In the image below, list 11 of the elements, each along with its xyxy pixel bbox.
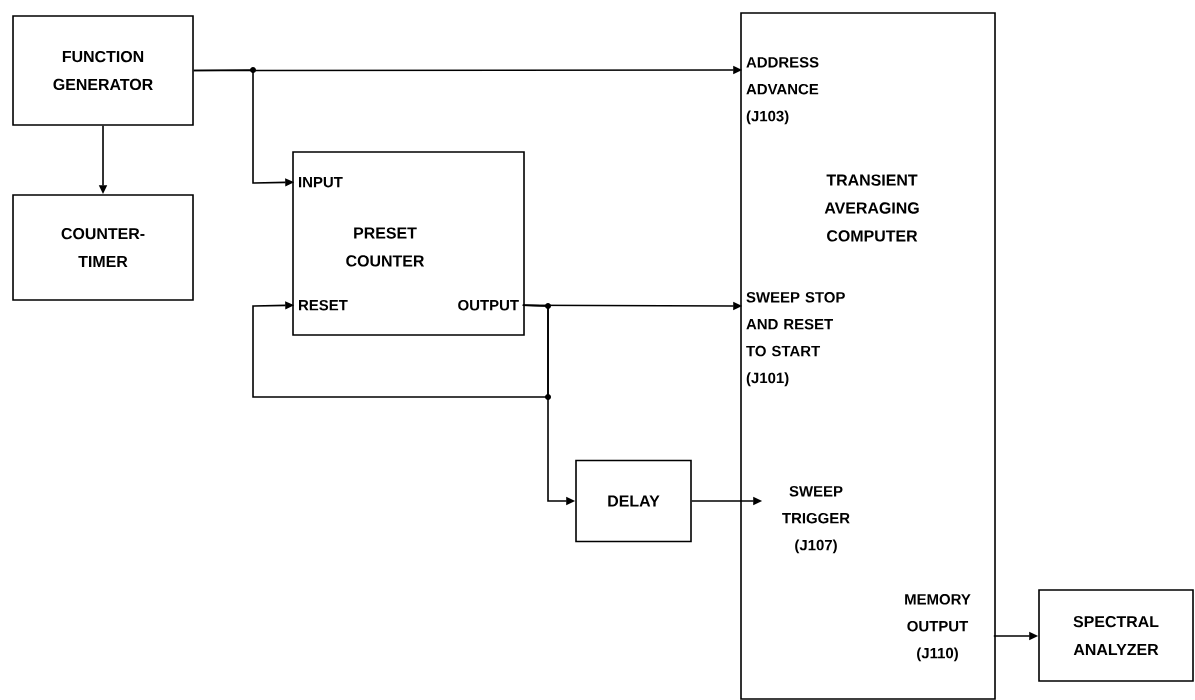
block-box: DELAY <box>575 459 692 543</box>
port-label: OUTPUT <box>458 299 519 311</box>
block-box: COUNTER-TIMER <box>12 194 194 301</box>
port-label: SWEEP TRIGGER (J107) <box>782 486 850 554</box>
port-label: SWEEP STOP AND RESET TO START (J101) <box>746 292 845 387</box>
port-label: INPUT <box>299 177 343 188</box>
port-label: ADDRESS ADVANCE (J103) <box>746 57 819 125</box>
port-label: RESET <box>299 299 348 311</box>
port-label: MEMORY OUTPUT (J110) <box>905 594 971 662</box>
block-box: FUNCTION GENERATOR <box>12 15 194 126</box>
block-box: SPECTRAL ANALYZER <box>1038 589 1194 682</box>
